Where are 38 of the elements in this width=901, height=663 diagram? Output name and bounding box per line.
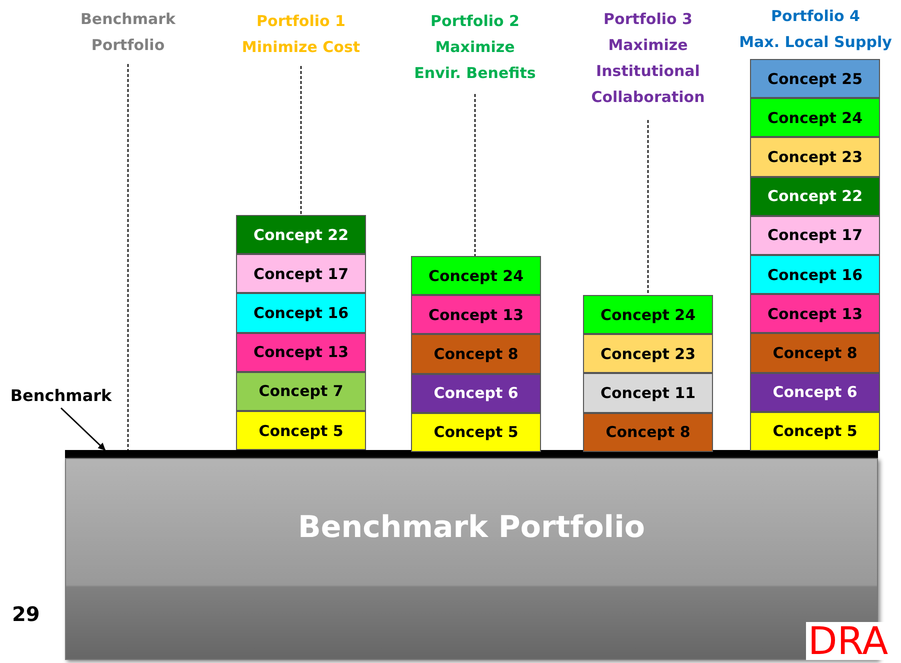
concept-block: Concept 17 [750, 216, 880, 255]
concept-block: Concept 8 [583, 412, 713, 452]
concept-block: Concept 5 [236, 411, 366, 450]
portfolio-heading: Benchmark Portfolio [68, 6, 188, 62]
benchmark-label: Benchmark [6, 382, 116, 408]
portfolio-heading: Portfolio 1 Minimize Cost [221, 8, 381, 64]
leader-line [127, 64, 129, 450]
concept-block: Concept 24 [583, 295, 713, 334]
page-number: 29 [12, 604, 40, 624]
portfolio-heading: Portfolio 2 Maximize Envir. Benefits [400, 8, 550, 92]
draft-stamp: DRA [806, 622, 890, 660]
concept-block: Concept 8 [750, 333, 880, 373]
leader-line [647, 120, 649, 295]
leader-line [300, 66, 302, 215]
portfolio-heading: Portfolio 4 Max. Local Supply [730, 3, 901, 55]
leader-line [474, 94, 476, 256]
concept-block: Concept 6 [411, 374, 541, 413]
concept-block: Concept 23 [750, 137, 880, 177]
concept-block: Concept 13 [750, 294, 880, 334]
concept-block: Concept 17 [236, 254, 366, 294]
concept-block: Concept 11 [583, 373, 713, 413]
concept-block: Concept 16 [750, 255, 880, 294]
concept-block: Concept 24 [411, 256, 541, 296]
concept-block: Concept 5 [411, 412, 541, 452]
concept-block: Concept 13 [236, 332, 366, 372]
concept-block: Concept 5 [750, 412, 880, 451]
portfolio-heading: Portfolio 3 Maximize Institutional Collaboration [573, 6, 723, 118]
concept-block: Concept 7 [236, 372, 366, 411]
concept-block: Concept 22 [236, 215, 366, 254]
concept-block: Concept 16 [236, 293, 366, 333]
concept-block: Concept 22 [750, 176, 880, 216]
concept-block: Concept 24 [750, 98, 880, 138]
concept-block: Concept 6 [750, 372, 880, 412]
concept-block: Concept 25 [750, 59, 880, 98]
concept-block: Concept 13 [411, 295, 541, 334]
concept-block: Concept 8 [411, 334, 541, 374]
arrow [60, 407, 106, 451]
concept-block: Concept 23 [583, 334, 713, 374]
